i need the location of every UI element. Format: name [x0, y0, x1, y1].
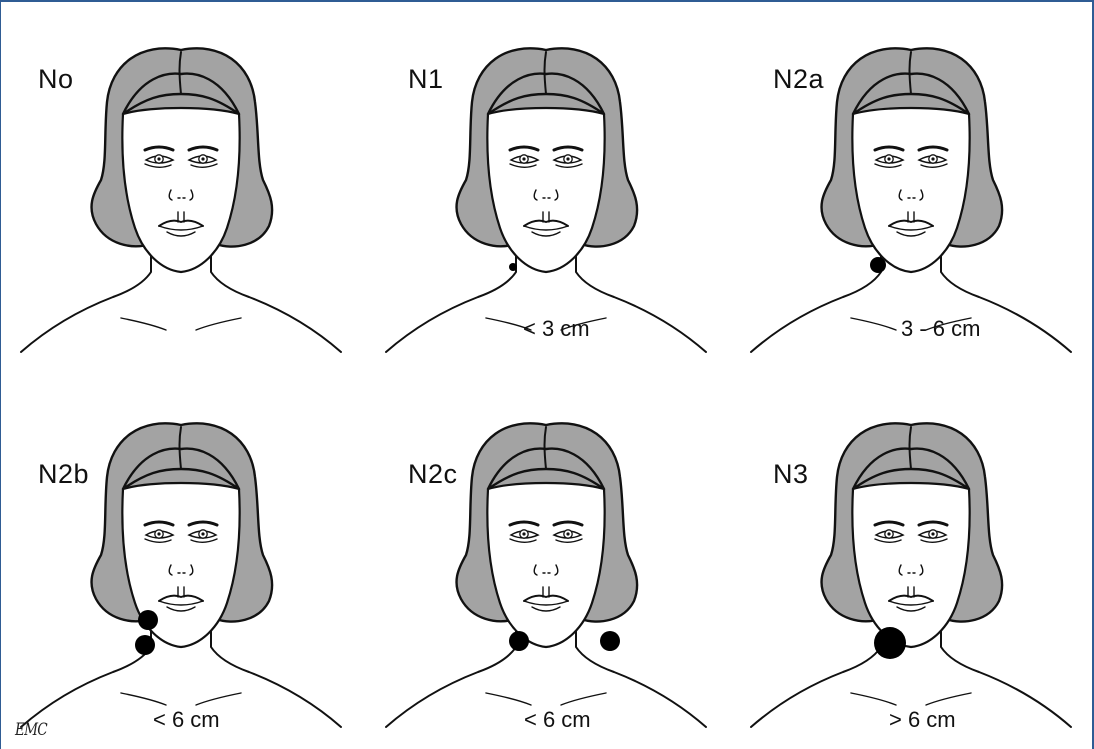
lymph-node: [874, 627, 906, 659]
face-illustration: [731, 377, 1091, 747]
lymph-node: [600, 631, 620, 651]
lymph-node: [509, 263, 517, 271]
stage-label: N2a: [773, 64, 824, 95]
lymph-node: [138, 610, 158, 630]
size-label: < 6 cm: [524, 707, 591, 733]
panel-n2b: N2b < 6 cm: [1, 377, 361, 747]
stage-label: N3: [773, 459, 809, 490]
face-illustration: [1, 2, 361, 372]
size-label: < 6 cm: [153, 707, 220, 733]
face-illustration: [366, 377, 726, 747]
size-label: < 3 cm: [523, 316, 590, 342]
emc-signature: EMC: [15, 720, 47, 740]
panel-no: No: [1, 2, 361, 372]
lymph-node: [509, 631, 529, 651]
stage-label: No: [38, 64, 74, 95]
panel-n2a: N2a 3 - 6 cm: [731, 2, 1091, 372]
stage-label: N1: [408, 64, 444, 95]
stage-label: N2c: [408, 459, 458, 490]
panel-n2c: N2c < 6 cm: [366, 377, 726, 747]
lymph-node: [135, 635, 155, 655]
panel-n3: N3 > 6 cm: [731, 377, 1091, 747]
stage-label: N2b: [38, 459, 89, 490]
size-label: > 6 cm: [889, 707, 956, 733]
panel-n1: N1 < 3 cm: [366, 2, 726, 372]
lymph-node: [870, 257, 886, 273]
face-illustration: [1, 377, 361, 747]
size-label: 3 - 6 cm: [901, 316, 980, 342]
